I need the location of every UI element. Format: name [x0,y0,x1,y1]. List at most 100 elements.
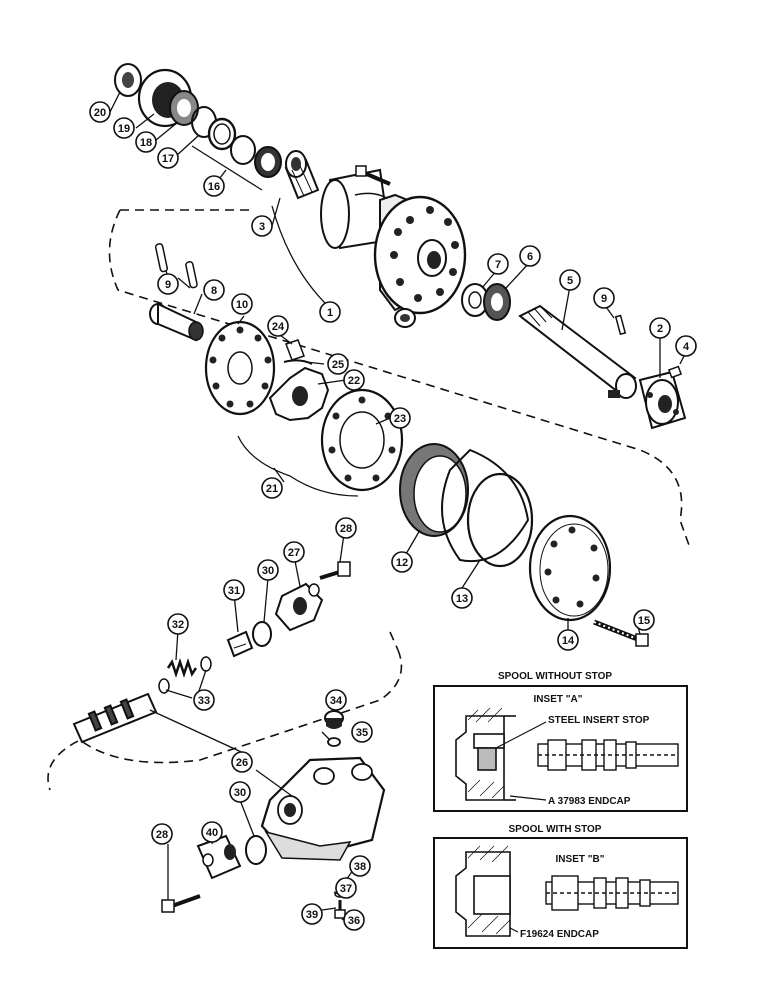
callout-26: 26 [231,751,253,773]
inset-a-endcap-section [455,707,516,801]
part-35-o-ring [327,737,341,747]
callout-2: 2 [649,317,671,339]
callout-number: 32 [172,619,184,631]
part-15-cap-screw [593,619,649,647]
part-12-seal-ring [399,443,469,537]
inset-a-spool [537,739,679,771]
callout-14: 14 [557,629,579,651]
part-16-seal-set [207,117,282,178]
callout-circle [675,335,697,357]
part-9-pins [154,243,198,289]
callout-number: 8 [211,285,217,297]
part-40-fitting [196,834,242,880]
callout-circle [231,751,253,773]
callout-25: 25 [327,353,349,375]
callout-number: 37 [340,883,352,895]
callout-circle [301,903,323,925]
callout-number: 38 [354,861,366,873]
callout-circle [231,293,253,315]
callout-33: 33 [193,689,215,711]
part-34-cap [324,710,344,729]
callout-number: 31 [228,585,240,597]
part-25-spring [283,359,313,365]
inset-b-endcap-section [455,845,511,937]
part-6-thrust-bearing [483,283,511,321]
callout-circle [201,821,223,843]
callout-circle [267,315,289,337]
callout-number: 28 [340,523,352,535]
callout-35: 35 [351,721,373,743]
callout-21: 21 [261,477,283,499]
callout-number: 36 [348,915,360,927]
callout-28: 28 [335,517,357,539]
callout-16: 16 [203,175,225,197]
callout-12: 12 [391,551,413,573]
callout-number: 24 [272,321,285,333]
callout-circle [203,279,225,301]
callout-circle [349,855,371,877]
callout-number: 5 [567,275,573,287]
callout-22: 22 [343,369,365,391]
callout-circle [113,117,135,139]
callout-circle [167,613,189,635]
inset-a-box: SPOOL WITHOUT STOP INSET "A" STEEL INSER… [433,671,688,812]
inset-b-spool [545,875,679,911]
part-1-pump-housing [320,165,467,328]
callout-30: 30 [257,559,279,581]
callout-circle [193,689,215,711]
callout-8: 8 [203,279,225,301]
callout-37: 37 [335,877,357,899]
callout-number: 2 [657,323,663,335]
callout-number: 17 [162,153,174,165]
part-23-stator [320,388,404,492]
inset-b-heading: SPOOL WITH STOP [509,824,602,835]
callout-circle [559,269,581,291]
callout-circle [325,689,347,711]
callout-number: 23 [394,413,406,425]
callout-circle [319,301,341,323]
part-30-o-ring-bottom [245,835,267,865]
callout-34: 34 [325,689,347,711]
part-27-flange-fitting [274,582,324,632]
part-10-wear-plate [204,320,276,416]
part-22-rotor [268,366,330,422]
callout-circle [343,369,365,391]
callout-38: 38 [349,855,371,877]
callout-number: 39 [306,909,318,921]
callout-7: 7 [487,253,509,275]
callout-30: 30 [229,781,251,803]
callout-number: 9 [165,279,171,291]
callout-circle [391,551,413,573]
callout-circle [223,579,245,601]
callout-circle [257,559,279,581]
callout-32: 32 [167,613,189,635]
callout-number: 28 [156,829,168,841]
part-24-spacer [285,339,305,361]
callout-number: 9 [601,293,607,305]
callout-number: 34 [330,695,343,707]
steel-insert-stop-label: STEEL INSERT STOP [548,715,650,726]
callout-circle [89,101,111,123]
callout-17: 17 [157,147,179,169]
callout-circle [229,781,251,803]
part-26-valve-body [260,756,386,861]
callout-number: 18 [140,137,152,149]
inset-a-endcap-label: A 37983 ENDCAP [548,796,631,807]
callout-number: 25 [332,359,344,371]
inset-b-label: INSET "B" [556,854,605,865]
callout-circle [519,245,541,267]
callout-circle [203,175,225,197]
inset-b-endcap-label: F19624 ENDCAP [520,929,599,940]
callout-number: 14 [562,635,575,647]
callout-number: 12 [396,557,408,569]
callout-39: 39 [301,903,323,925]
callout-number: 27 [288,547,300,559]
callout-18: 18 [135,131,157,153]
callout-23: 23 [389,407,411,429]
part-28-fitting-bolt-top [319,561,351,580]
callout-5: 5 [559,269,581,291]
callout-circle [343,909,365,931]
callout-circle [157,273,179,295]
callout-number: 16 [208,181,220,193]
part-14-end-cover [528,514,612,622]
